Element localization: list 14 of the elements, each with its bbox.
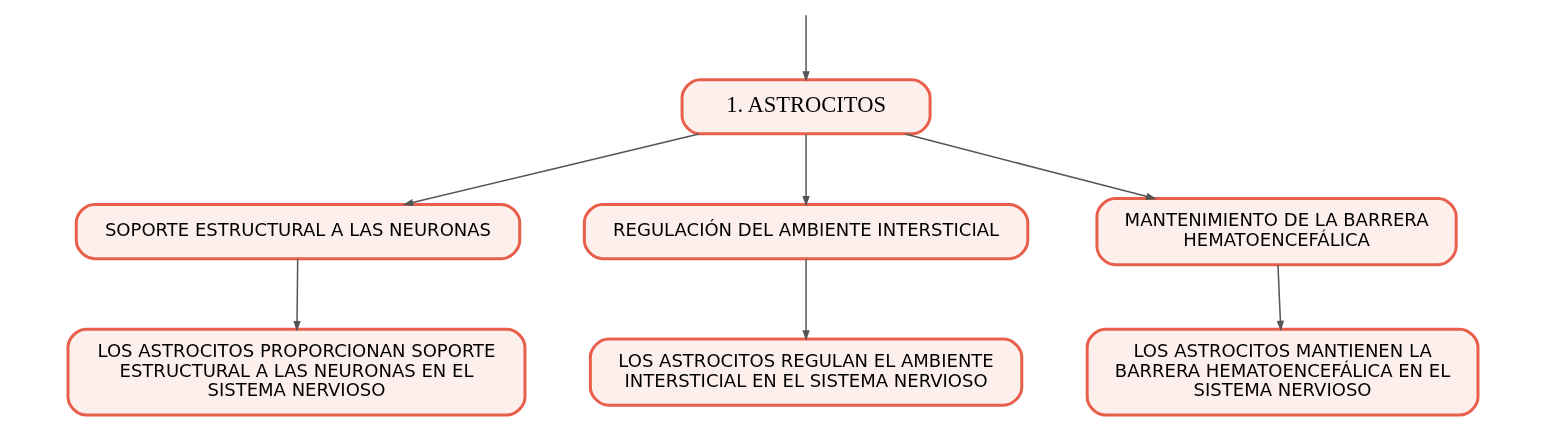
arrow <box>801 14 810 82</box>
node-box: REGULACIÓN DEL AMBIENTE INTERSTICIAL <box>582 203 1029 261</box>
node-box: SOPORTE ESTRUCTURAL A LAS NEURONAS <box>74 203 521 261</box>
node-box: 1. ASTROCITOS <box>680 78 932 136</box>
node-box: LOS ASTROCITOS REGULAN EL AMBIENTE INTERSTICIAL EN EL SISTEMA NERVIOSO <box>588 337 1023 407</box>
node-box: LOS ASTROCITOS PROPORCIONAN SOPORTE ESTRUCTURAL A LAS NEURONAS EN EL SISTEMA NERVIOSO <box>66 327 526 417</box>
arrow <box>801 133 810 207</box>
node-box: LOS ASTROCITOS MANTIENEN LA BARRERA HEMATOENCEFÁLICA EN EL SISTEMA NERVIOSO <box>1085 327 1479 417</box>
arrow <box>402 133 700 207</box>
node-box: MANTENIMIENTO DE LA BARRERA HEMATOENCEFÁLICA <box>1094 197 1458 267</box>
arrow <box>904 133 1157 200</box>
arrow <box>292 258 301 332</box>
arrow <box>1276 264 1284 332</box>
arrow <box>801 258 810 341</box>
